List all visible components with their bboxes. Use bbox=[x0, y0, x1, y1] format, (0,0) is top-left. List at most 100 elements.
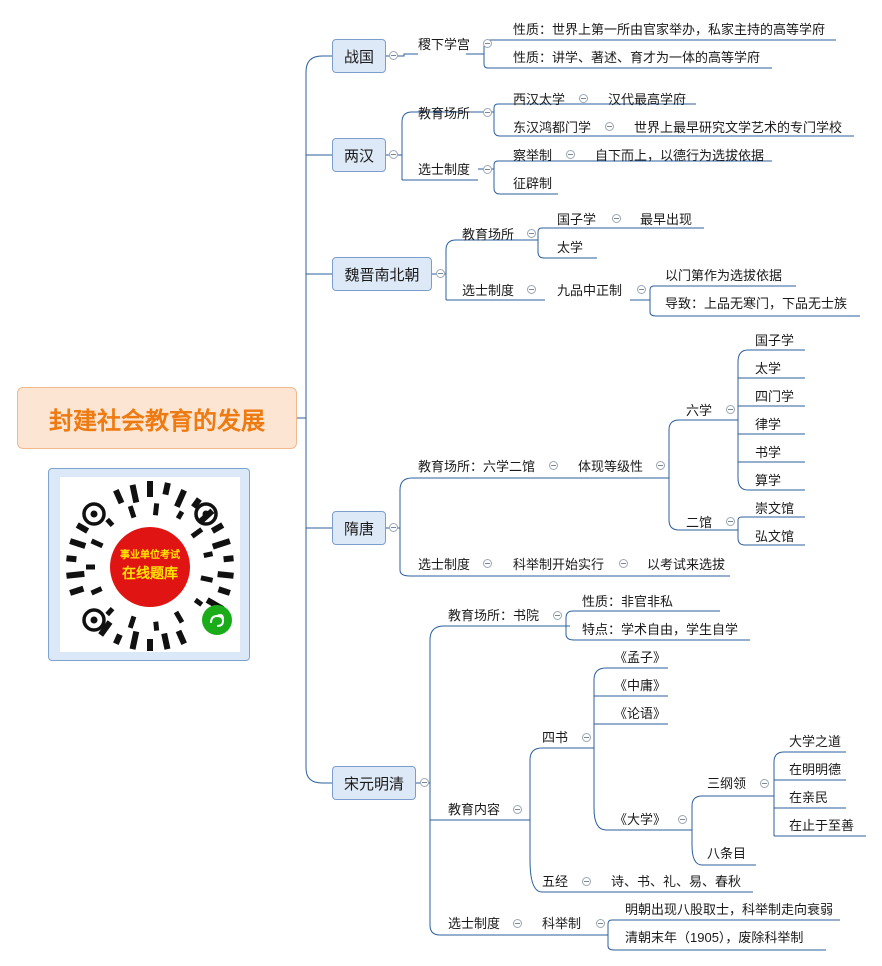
leaf-label[interactable]: 特点：学术自由，学生自学 bbox=[582, 622, 739, 637]
minus-circle-icon[interactable] bbox=[483, 559, 492, 568]
minus-circle-icon[interactable] bbox=[389, 51, 398, 60]
leaf-label[interactable]: 《论语》 bbox=[614, 706, 667, 721]
era-node-lianghan[interactable]: 两汉 bbox=[332, 138, 386, 172]
leaf-note[interactable]: 汉代最高学府 bbox=[608, 92, 687, 107]
leaf-label[interactable]: 六学 bbox=[686, 403, 713, 418]
minus-circle-icon[interactable] bbox=[619, 559, 628, 568]
leaf-label[interactable]: 三纲领 bbox=[707, 776, 747, 791]
leaf-label[interactable]: 清朝末年（1905），废除科举制 bbox=[625, 930, 804, 945]
minus-circle-icon[interactable] bbox=[436, 269, 445, 278]
minus-circle-icon[interactable] bbox=[678, 815, 687, 824]
leaf-label[interactable]: 在亲民 bbox=[789, 790, 829, 805]
minus-circle-icon[interactable] bbox=[605, 122, 614, 131]
branch-label[interactable]: 选士制度 bbox=[462, 283, 515, 298]
era-node-songyuanmingqing[interactable]: 宋元明清 bbox=[332, 766, 416, 800]
minus-circle-icon[interactable] bbox=[389, 523, 398, 532]
minus-circle-icon[interactable] bbox=[656, 461, 665, 470]
leaf-label[interactable]: 四门学 bbox=[755, 389, 795, 404]
minus-circle-icon[interactable] bbox=[579, 94, 588, 103]
minus-circle-icon[interactable] bbox=[483, 165, 492, 174]
qr-code-icon bbox=[66, 481, 234, 651]
minus-circle-icon[interactable] bbox=[726, 405, 735, 414]
leaf-label[interactable]: 太学 bbox=[755, 361, 782, 376]
minus-circle-icon[interactable] bbox=[483, 39, 492, 48]
era-node-zhanguo[interactable]: 战国 bbox=[332, 39, 386, 73]
minus-circle-icon[interactable] bbox=[389, 150, 398, 159]
leaf-note[interactable]: 自下而上，以德行为选拔依据 bbox=[595, 148, 765, 163]
leaf-label[interactable]: 性质：讲学、著述、育才为一体的高等学府 bbox=[513, 50, 761, 65]
leaf-label[interactable]: 四书 bbox=[542, 730, 569, 745]
branch-label[interactable]: 稷下学宫 bbox=[418, 37, 471, 52]
leaf-label[interactable]: 察举制 bbox=[513, 148, 553, 163]
branch-label[interactable]: 选士制度 bbox=[448, 916, 501, 931]
branch-label[interactable]: 教育场所：书院 bbox=[448, 608, 540, 623]
minus-circle-icon[interactable] bbox=[483, 108, 492, 117]
minus-circle-icon[interactable] bbox=[637, 285, 646, 294]
leaf-label[interactable]: 《中庸》 bbox=[614, 678, 667, 693]
era-label: 隋唐 bbox=[343, 520, 374, 538]
branch-label[interactable]: 教育内容 bbox=[448, 802, 501, 817]
minus-circle-icon[interactable] bbox=[527, 285, 536, 294]
mini-program-logo-icon bbox=[202, 605, 232, 635]
leaf-label[interactable]: 明朝出现八股取士，科举制走向衰弱 bbox=[625, 902, 834, 917]
minus-circle-icon[interactable] bbox=[612, 214, 621, 223]
era-node-suitang[interactable]: 隋唐 bbox=[332, 511, 386, 545]
minus-circle-icon[interactable] bbox=[527, 229, 536, 238]
leaf-label[interactable]: 科举制开始实行 bbox=[513, 557, 605, 572]
leaf-label[interactable]: 算学 bbox=[755, 473, 782, 488]
leaf-label[interactable]: 《孟子》 bbox=[614, 650, 667, 665]
ad-line-2: 在线题库 bbox=[122, 565, 178, 581]
leaf-label[interactable]: 以门第作为选拔依据 bbox=[665, 268, 783, 283]
era-label: 魏晋南北朝 bbox=[344, 266, 420, 284]
leaf-label[interactable]: 体现等级性 bbox=[578, 459, 644, 474]
minus-circle-icon[interactable] bbox=[513, 919, 522, 928]
leaf-label[interactable]: 性质：世界上第一所由官家举办，私家主持的高等学府 bbox=[513, 22, 826, 37]
leaf-label[interactable]: 五经 bbox=[542, 874, 569, 889]
leaf-label[interactable]: 性质：非官非私 bbox=[582, 594, 674, 609]
leaf-label[interactable]: 二馆 bbox=[686, 515, 713, 530]
leaf-label[interactable]: 东汉鸿都门学 bbox=[513, 120, 592, 135]
minus-circle-icon[interactable] bbox=[513, 805, 522, 814]
leaf-note[interactable]: 最早出现 bbox=[640, 212, 693, 227]
qr-code: 事业单位考试 在线题库 bbox=[60, 477, 240, 652]
leaf-label[interactable]: 《大学》 bbox=[614, 812, 667, 827]
leaf-label[interactable]: 八条目 bbox=[707, 846, 747, 861]
era-label: 宋元明清 bbox=[343, 775, 404, 793]
leaf-label[interactable]: 太学 bbox=[557, 240, 584, 255]
minus-circle-icon[interactable] bbox=[726, 517, 735, 526]
minus-circle-icon[interactable] bbox=[553, 611, 562, 620]
leaf-label[interactable]: 弘文馆 bbox=[755, 529, 795, 544]
branch-label[interactable]: 选士制度 bbox=[418, 557, 471, 572]
leaf-label[interactable]: 国子学 bbox=[557, 212, 597, 227]
branch-label[interactable]: 教育场所 bbox=[418, 106, 471, 121]
mini-program-ad[interactable]: 事业单位考试 在线题库 bbox=[48, 468, 250, 661]
era-node-weijin[interactable]: 魏晋南北朝 bbox=[332, 257, 432, 291]
leaf-label[interactable]: 西汉太学 bbox=[513, 92, 566, 107]
leaf-label[interactable]: 征辟制 bbox=[513, 176, 553, 191]
minus-circle-icon[interactable] bbox=[582, 877, 591, 886]
minus-circle-icon[interactable] bbox=[582, 733, 591, 742]
minus-circle-icon[interactable] bbox=[760, 779, 769, 788]
leaf-note[interactable]: 以考试来选拔 bbox=[647, 557, 726, 572]
leaf-label[interactable]: 在明明德 bbox=[789, 762, 842, 777]
leaf-label[interactable]: 律学 bbox=[755, 417, 782, 432]
leaf-label[interactable]: 国子学 bbox=[755, 333, 795, 348]
root-topic[interactable]: 封建社会教育的发展 bbox=[17, 387, 297, 449]
leaf-note[interactable]: 诗、书、礼、易、春秋 bbox=[611, 874, 742, 889]
minus-circle-icon[interactable] bbox=[549, 461, 558, 470]
leaf-label[interactable]: 导致：上品无寒门，下品无士族 bbox=[665, 296, 848, 311]
branch-label[interactable]: 教育场所 bbox=[462, 227, 515, 242]
era-label: 战国 bbox=[343, 48, 374, 66]
leaf-label[interactable]: 崇文馆 bbox=[755, 501, 795, 516]
leaf-label[interactable]: 九品中正制 bbox=[557, 283, 623, 298]
leaf-label[interactable]: 在止于至善 bbox=[789, 818, 855, 833]
leaf-label[interactable]: 大学之道 bbox=[789, 734, 842, 749]
leaf-label[interactable]: 书学 bbox=[755, 445, 782, 460]
minus-circle-icon[interactable] bbox=[566, 150, 575, 159]
branch-label[interactable]: 教育场所：六学二馆 bbox=[418, 459, 536, 474]
leaf-label[interactable]: 科举制 bbox=[542, 916, 582, 931]
leaf-note[interactable]: 世界上最早研究文学艺术的专门学校 bbox=[634, 120, 843, 135]
branch-label[interactable]: 选士制度 bbox=[418, 162, 471, 177]
minus-circle-icon[interactable] bbox=[596, 919, 605, 928]
minus-circle-icon[interactable] bbox=[420, 778, 429, 787]
